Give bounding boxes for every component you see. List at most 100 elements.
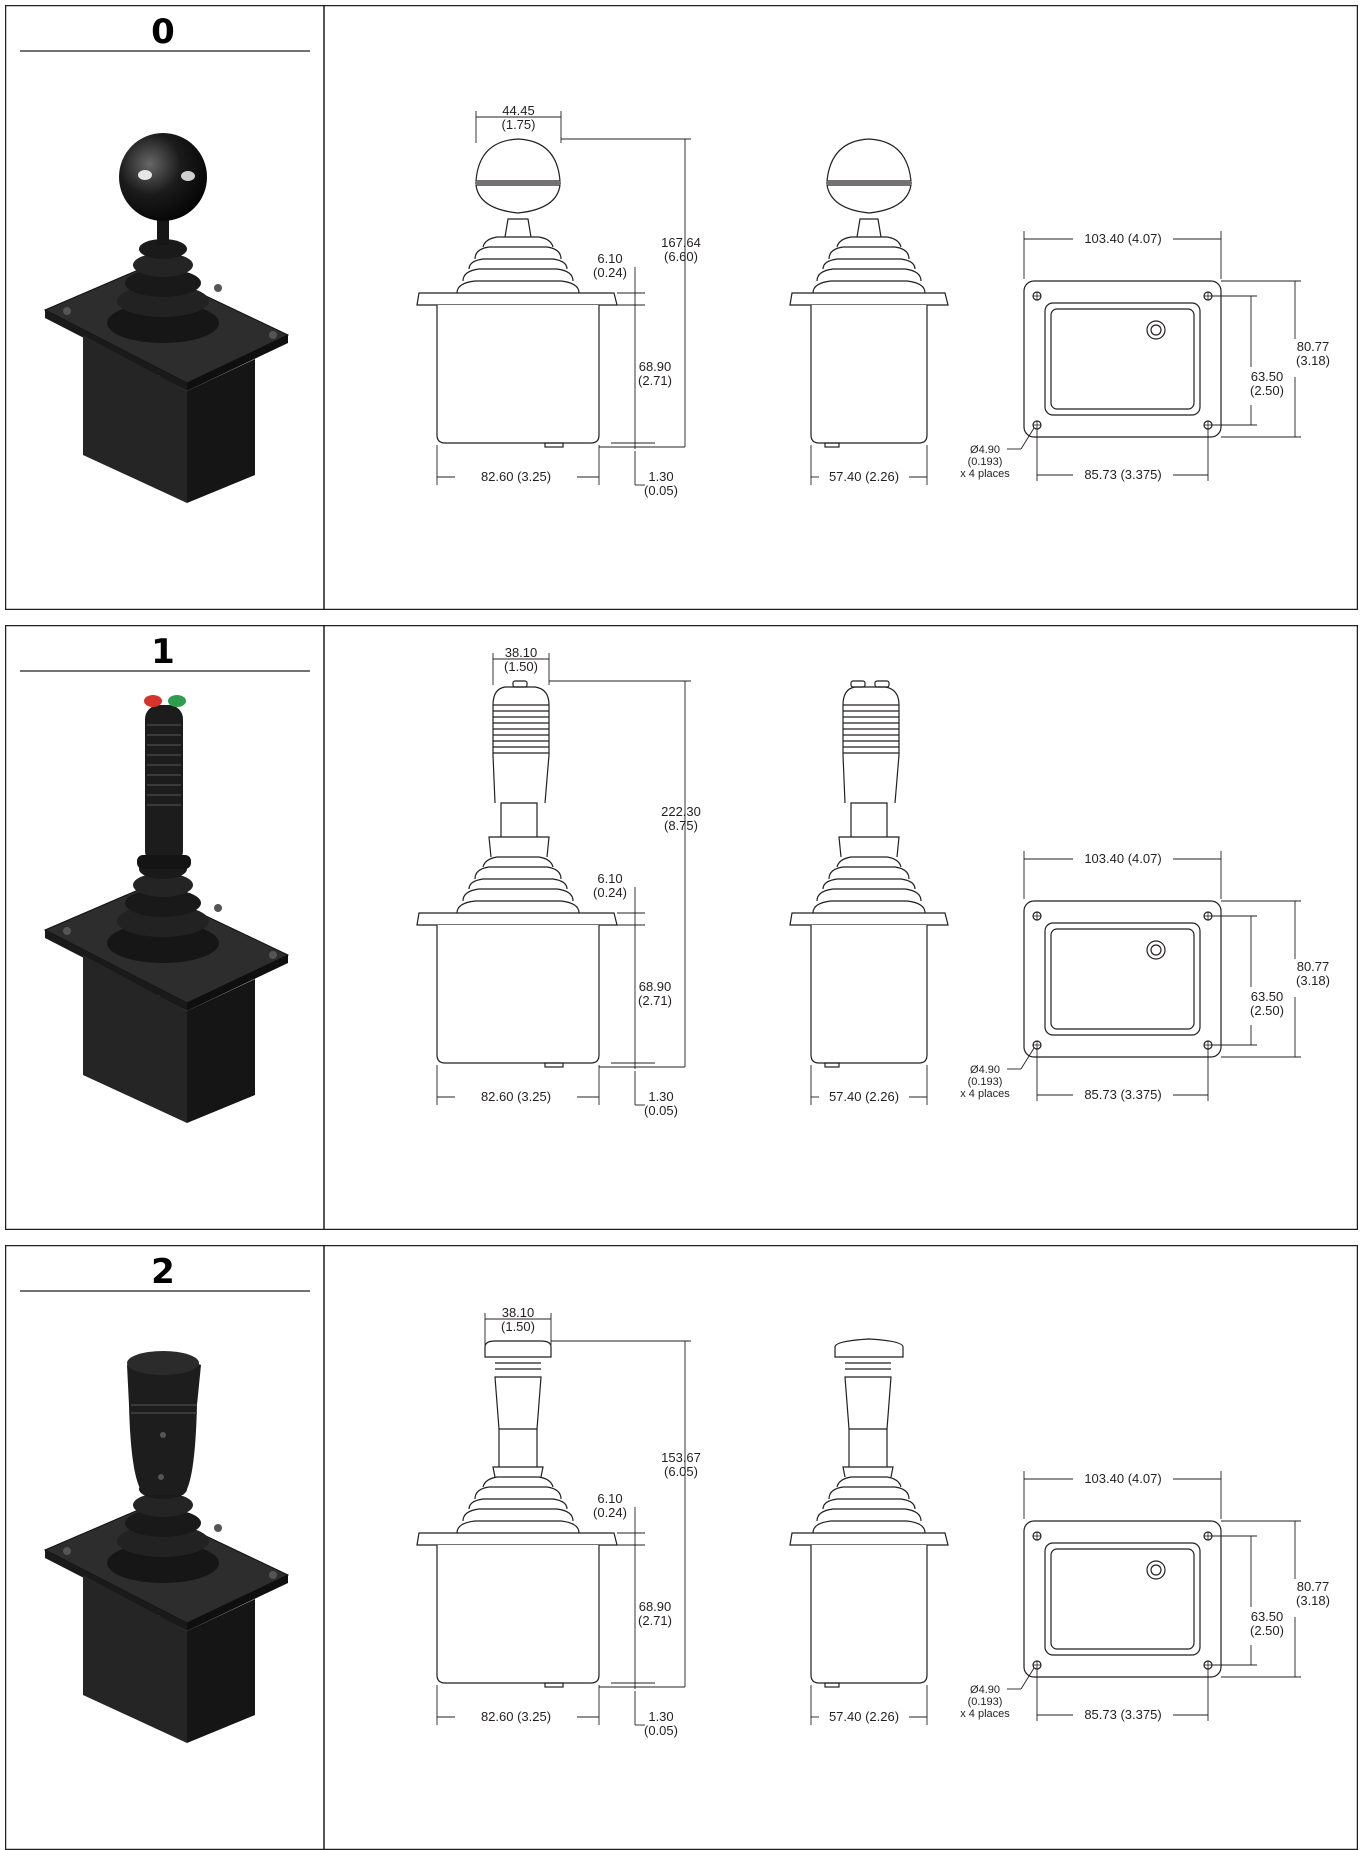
dim-plate-height: 80.77 <box>1297 339 1330 354</box>
dim-body-height: 68.90 <box>639 359 672 374</box>
photo-housing-side <box>187 359 255 503</box>
dim-overall-height-in: (8.75) <box>664 818 698 833</box>
side-foot <box>824 1062 840 1068</box>
dim-hole-height-in: (2.50) <box>1250 1003 1284 1018</box>
photo-base-plate-edge <box>187 1575 288 1631</box>
photo-screw <box>63 927 71 935</box>
plate-boss-inner <box>1150 324 1162 336</box>
dim-flange-thickness: 6.10 <box>597 251 622 266</box>
dim-flange-thickness-in: (0.24) <box>593 1505 627 1520</box>
dim-plate-height: 80.77 <box>1297 1579 1330 1594</box>
dim-hole-height-in: (2.50) <box>1250 383 1284 398</box>
plate-boss-outer <box>1146 940 1166 960</box>
photo-boot <box>107 1479 219 1583</box>
dim-overall-height-in: (6.05) <box>664 1464 698 1479</box>
side-short-grip <box>834 1338 904 1478</box>
photo-screw <box>63 307 71 315</box>
dim-base-width: 82.60 (3.25) <box>481 1089 551 1104</box>
top-view <box>1023 900 1222 1058</box>
side-grip-ribs <box>843 704 899 754</box>
front-foot <box>544 442 564 448</box>
photo-base-plate-edge <box>45 1550 187 1631</box>
dim-side-width: 57.40 (2.26) <box>829 1709 899 1724</box>
front-housing <box>436 925 600 1064</box>
side-housing <box>810 925 928 1064</box>
front-ball-grip <box>475 138 561 238</box>
side-ball-grip <box>826 138 912 238</box>
front-boot <box>456 1476 580 1534</box>
joystick-photo <box>43 1351 290 1743</box>
mounting-plate <box>1023 280 1222 438</box>
photo-ball-grip <box>119 133 207 245</box>
dim-flange-thickness: 6.10 <box>597 1491 622 1506</box>
front-foot <box>544 1062 564 1068</box>
joystick-photo <box>43 133 290 503</box>
product-row-2: 2 <box>5 1245 1358 1850</box>
technical-drawing <box>416 111 1301 486</box>
top-view <box>1023 280 1222 438</box>
dimension-labels: 38.10 (1.50) 153.67 (6.05) 6.10 (0.24) 6… <box>481 1305 1330 1738</box>
photo-housing-side <box>187 979 255 1123</box>
photo-screw <box>214 904 222 912</box>
plate-cutout-inner <box>1050 928 1195 1030</box>
front-short-grip <box>484 1340 552 1478</box>
dim-base-width: 82.60 (3.25) <box>481 469 551 484</box>
dimension-lines <box>436 653 1301 1106</box>
dim-foot-height-in: (0.05) <box>644 1103 678 1118</box>
joystick-photo <box>43 695 290 1123</box>
dim-body-height-in: (2.71) <box>638 993 672 1008</box>
side-tall-grip <box>838 680 900 858</box>
dimension-labels: 38.10 (1.50) 222.30 (8.75) 6.10 (0.24) 6… <box>481 645 1330 1118</box>
dim-top-width-in: (1.75) <box>502 117 536 132</box>
front-housing <box>436 1545 600 1684</box>
dim-foot-height-in: (0.05) <box>644 483 678 498</box>
front-boot <box>456 236 580 294</box>
dim-hole-height: 63.50 <box>1251 1609 1284 1624</box>
front-flange <box>416 912 618 926</box>
front-housing <box>436 305 600 444</box>
technical-drawing <box>416 1313 1301 1726</box>
side-flange <box>789 1532 949 1546</box>
side-housing <box>810 1545 928 1684</box>
photo-ball-highlight <box>138 170 152 180</box>
front-boot <box>456 856 580 914</box>
plate-boss-outer <box>1146 320 1166 340</box>
dim-top-width: 44.45 <box>502 103 535 118</box>
dim-side-width: 57.40 (2.26) <box>829 1089 899 1104</box>
photo-housing-side <box>187 1599 255 1743</box>
photo-led-green <box>168 695 186 707</box>
dim-plate-width: 103.40 (4.07) <box>1084 851 1161 866</box>
photo-screw <box>269 331 277 339</box>
dim-top-width-in: (1.50) <box>504 659 538 674</box>
photo-screw <box>63 1547 71 1555</box>
dimension-labels: 44.45 (1.75) 167.64 (6.60) 6.10 (0.24) 6… <box>481 103 1330 498</box>
dim-plate-height-in: (3.18) <box>1296 353 1330 368</box>
side-view <box>789 1338 949 1688</box>
mounting-plate <box>1023 1520 1222 1678</box>
dim-hole-width: 85.73 (3.375) <box>1084 467 1161 482</box>
photo-housing-front <box>83 1575 187 1743</box>
dim-flange-thickness: 6.10 <box>597 871 622 886</box>
photo-led-red <box>144 695 162 707</box>
plate-cutout-outer <box>1044 1542 1201 1656</box>
front-grip-ribs <box>493 704 549 754</box>
photo-boot <box>107 239 219 343</box>
photo-tall-grip <box>137 695 191 869</box>
dim-foot-height: 1.30 <box>648 1089 673 1104</box>
photo-screw <box>269 951 277 959</box>
product-panel: 2 <box>5 1245 1358 1850</box>
dim-foot-height: 1.30 <box>648 1709 673 1724</box>
photo-base-plate-edge <box>187 335 288 391</box>
product-row-1: 1 <box>5 625 1358 1230</box>
panel-border <box>5 625 1358 1230</box>
side-boot <box>812 856 926 914</box>
dim-plate-height-in: (3.18) <box>1296 973 1330 988</box>
side-housing <box>810 305 928 444</box>
dim-hole-diameter: Ø4.90 <box>970 444 1000 456</box>
dim-foot-height: 1.30 <box>648 469 673 484</box>
photo-short-grip <box>127 1351 201 1495</box>
photo-panel: 0 <box>20 12 310 503</box>
photo-housing-front <box>83 335 187 503</box>
part-number: 2 <box>151 1252 175 1292</box>
plate-cutout-outer <box>1044 922 1201 1036</box>
